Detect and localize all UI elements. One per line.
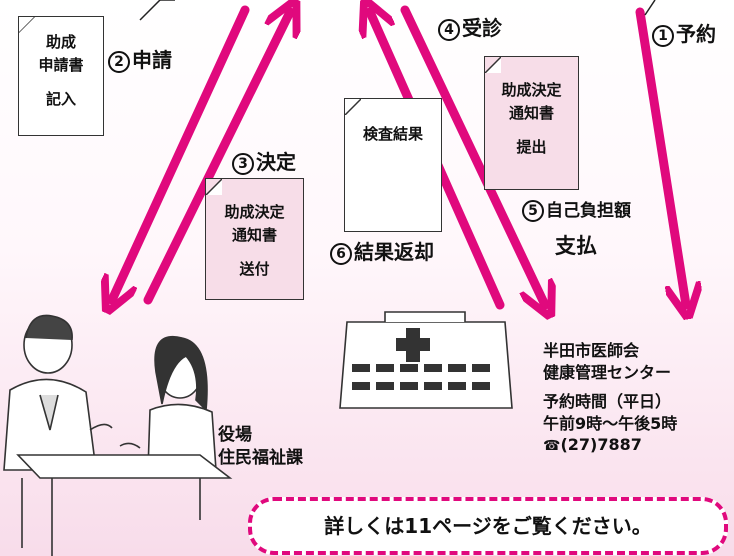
doc-line: 送付 [239, 260, 270, 278]
office-label: 役場 住民福祉課 [218, 424, 303, 470]
step-number: 4 [438, 18, 460, 41]
step-label: 受診 [462, 16, 502, 40]
doc-line: 申請書 [38, 55, 84, 74]
phone-row: ☎(27)7887 [543, 434, 677, 456]
step-number: 3 [232, 152, 254, 175]
doc-line: 助成決定 [501, 81, 562, 99]
doc-line: 通知書 [231, 225, 277, 244]
arrow-application [112, 5, 250, 300]
arrow-decision [143, 12, 290, 305]
doc-line: 記入 [45, 90, 76, 108]
exam-result-doc: 検査結果 [344, 98, 442, 232]
arrow-exam [400, 5, 545, 305]
phone-icon: ☎ [543, 438, 561, 455]
hours-title: 予約時間（平日） [543, 392, 672, 412]
folded-corner-icon [19, 17, 35, 33]
center-name-sub: 健康管理センター [543, 362, 672, 382]
folded-corner-icon [485, 57, 501, 73]
step-number: 2 [108, 50, 130, 73]
hours-value: 午前9時～午後5時 [543, 413, 678, 433]
folded-corner-icon [206, 179, 222, 195]
step-label: 申請 [132, 48, 172, 72]
step-number: 1 [652, 24, 674, 47]
decision-notice-doc: 助成決定 通知書 送付 [205, 178, 304, 300]
office-name-line: 役場 [218, 425, 252, 445]
doc-line: 提出 [516, 138, 547, 156]
step-5-payment-sub: 支払 [555, 234, 597, 258]
details-banner: 詳しくは11ページをご覧ください。 [248, 497, 728, 555]
health-center-info: 半田市医師会 健康管理センター 予約時間（平日） 午前9時～午後5時 ☎(27)… [543, 340, 677, 456]
phone-number: (27)7887 [560, 435, 642, 455]
application-form-doc: 助成 申請書 記入 [18, 16, 104, 136]
step-label: 予約 [676, 22, 716, 46]
doc-line: 通知書 [508, 103, 554, 122]
step-label: 結果返却 [354, 240, 434, 264]
doc-line: 検査結果 [362, 125, 423, 143]
step-number: 6 [330, 242, 352, 265]
step-label: 決定 [256, 150, 296, 174]
decision-notice-submit-doc: 助成決定 通知書 提出 [484, 56, 579, 190]
doc-line: 助成決定 [224, 203, 285, 221]
arrow-reservation [635, 7, 686, 305]
office-dept-line: 住民福祉課 [218, 447, 303, 468]
step-label: 自己負担額 [546, 201, 631, 221]
doc-line: 助成 [45, 33, 76, 51]
folded-corner-icon [345, 99, 361, 115]
center-name: 半田市医師会 [543, 341, 640, 360]
step-number: 5 [522, 200, 544, 222]
